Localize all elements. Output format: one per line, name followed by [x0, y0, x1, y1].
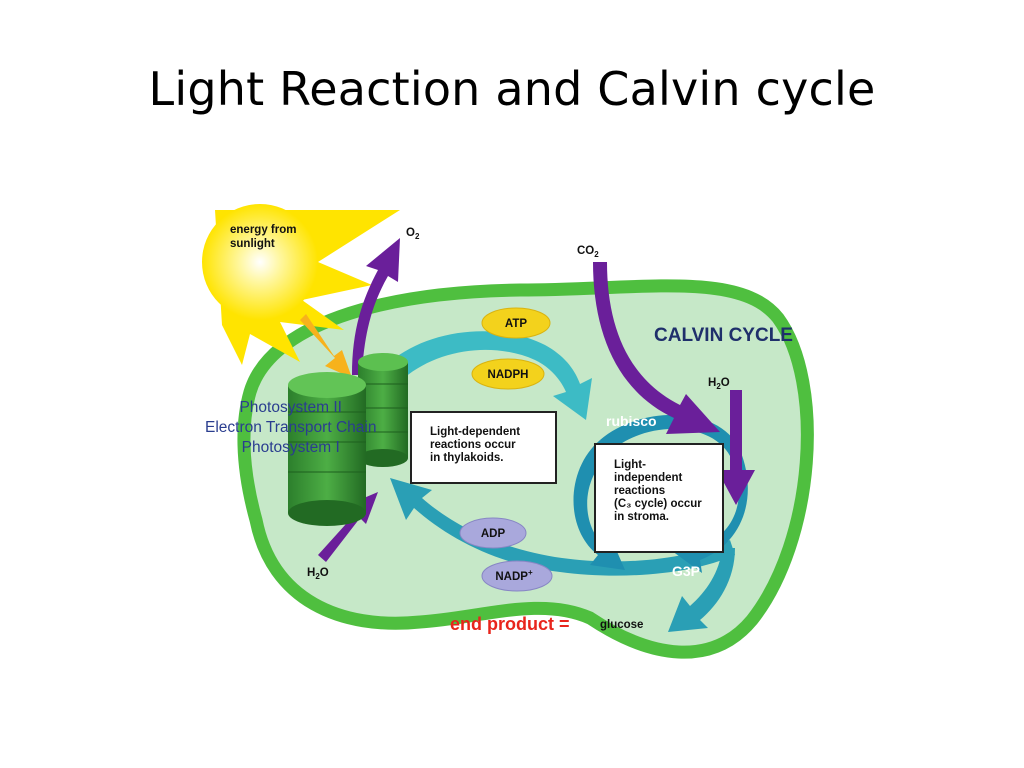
g3p-label: G3P: [672, 563, 700, 579]
nadp-oval: [481, 560, 553, 592]
glucose-label: glucose: [600, 619, 643, 631]
light-arrow: [300, 314, 352, 378]
h2o-right-arrow: [717, 390, 755, 505]
g3p-arrow: [668, 548, 735, 632]
sunlight-icon: [202, 204, 400, 365]
light-dependent-box: Light-dependent reactions occur in thyla…: [410, 411, 557, 484]
electron-transport-chain-label: Electron Transport Chain: [205, 419, 377, 436]
h2o-left-label: H2O: [307, 567, 329, 581]
nadph-oval: [471, 358, 545, 390]
nadp-label: NADP+: [495, 568, 533, 583]
sunlight-label-2: sunlight: [230, 238, 275, 250]
adp-oval: [459, 517, 527, 549]
co2-arrow: [593, 262, 720, 434]
rubisco-label: rubisco: [606, 413, 657, 429]
o2-label: O2: [406, 227, 420, 241]
co2-label: CO2: [577, 245, 599, 259]
o2-arrow: [352, 238, 400, 375]
atp-nadph-arrow: [390, 331, 592, 420]
atp-label: ATP: [505, 318, 527, 330]
photosystem-i-label: Photosystem I: [241, 439, 340, 456]
h2o-right-label: H2O: [708, 377, 730, 391]
calvin-cycle-ring: [600, 414, 748, 573]
photosystem-ii-label: Photosystem II: [239, 399, 342, 416]
photosystem-labels: Photosystem II Electron Transport Chain …: [205, 398, 376, 458]
end-product-label: end product =: [450, 614, 570, 634]
adp-label: ADP: [481, 528, 506, 540]
atp-oval: [481, 307, 551, 339]
light-independent-box: Light- independent reactions (C₃ cycle) …: [594, 443, 724, 553]
nadph-label: NADPH: [488, 369, 529, 381]
slide-title: Light Reaction and Calvin cycle: [148, 62, 876, 116]
sunlight-label-1: energy from: [230, 224, 296, 236]
thylakoid-stack-front: [288, 372, 366, 526]
calvin-cycle-ring-left: [573, 440, 625, 570]
calvin-cycle-heading: CALVIN CYCLE: [654, 325, 793, 346]
thylakoid-stack-back: [358, 353, 408, 467]
